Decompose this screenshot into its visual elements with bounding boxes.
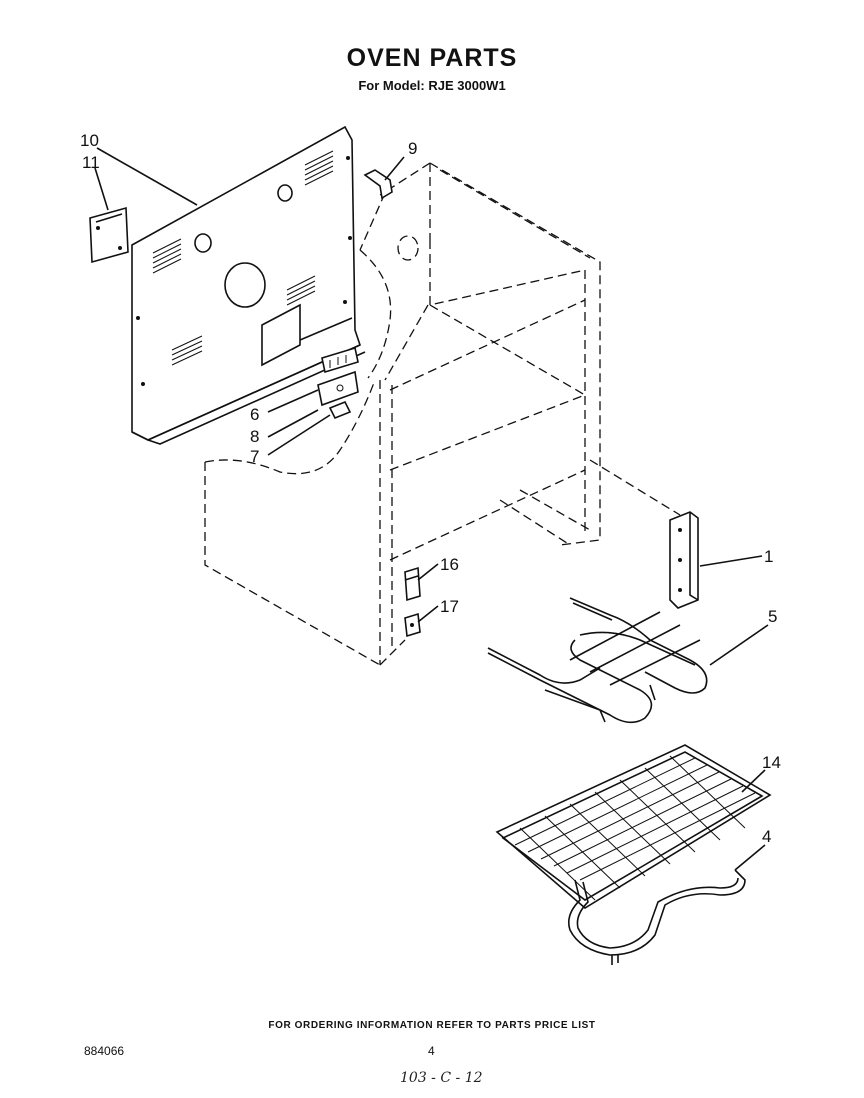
callout-8: 8 <box>250 427 259 446</box>
callout-6: 6 <box>250 405 259 424</box>
bracket-part-9 <box>363 169 393 200</box>
clip-part-16 <box>404 566 421 602</box>
clip-part-7 <box>328 400 352 420</box>
callout-4: 4 <box>762 827 771 846</box>
bake-element-part-4 <box>567 869 746 965</box>
callout-16: 16 <box>440 555 459 574</box>
callout-14: 14 <box>762 753 781 772</box>
ordering-note: FOR ORDERING INFORMATION REFER TO PARTS … <box>268 1020 596 1031</box>
rear-panel-part-10 <box>131 125 366 445</box>
model-subtitle: For Model: RJE 3000W1 <box>358 78 506 93</box>
handwritten-note: 103 - C - 12 <box>400 1070 483 1086</box>
callout-9: 9 <box>408 139 417 158</box>
page-title: OVEN PARTS <box>346 44 518 72</box>
callout-1: 1 <box>764 547 773 566</box>
vent-slots <box>152 150 334 366</box>
callout-17: 17 <box>440 597 459 616</box>
clip-part-17 <box>404 612 421 638</box>
callout-10: 10 <box>80 131 99 150</box>
bracket-part-8 <box>317 370 359 407</box>
callout-5: 5 <box>768 607 777 626</box>
cover-plate-part-11 <box>89 206 129 264</box>
terminal-block-part-6 <box>321 346 359 374</box>
page-number: 4 <box>428 1044 435 1058</box>
document-number: 884066 <box>84 1044 125 1058</box>
callout-11: 11 <box>82 153 100 172</box>
leader-lines <box>94 147 769 871</box>
light-housing-part-1 <box>669 511 699 609</box>
broil-element-part-5 <box>487 597 708 724</box>
oven-cavity <box>204 162 681 666</box>
callout-7: 7 <box>250 447 259 466</box>
oven-rack-part-14 <box>495 744 772 909</box>
